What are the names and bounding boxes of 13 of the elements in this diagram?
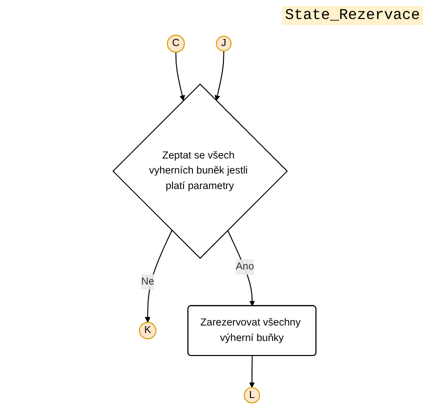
edge-label: Ano (236, 261, 254, 272)
arrow (214, 50, 224, 101)
node-circle: L (244, 387, 260, 404)
arrow (249, 355, 255, 388)
edge-label: Ne (141, 276, 154, 288)
arrow (175, 52, 185, 101)
state-tag: State_Rezervace (282, 6, 423, 25)
node-diamond: Zeptat se všech vyherních buněk jestli platí parametry (112, 83, 288, 259)
node-circle: K (139, 322, 156, 340)
node-circle: C (166, 34, 185, 53)
arrow (227, 230, 255, 306)
node-circle: J (216, 36, 232, 52)
arrow (144, 230, 172, 323)
